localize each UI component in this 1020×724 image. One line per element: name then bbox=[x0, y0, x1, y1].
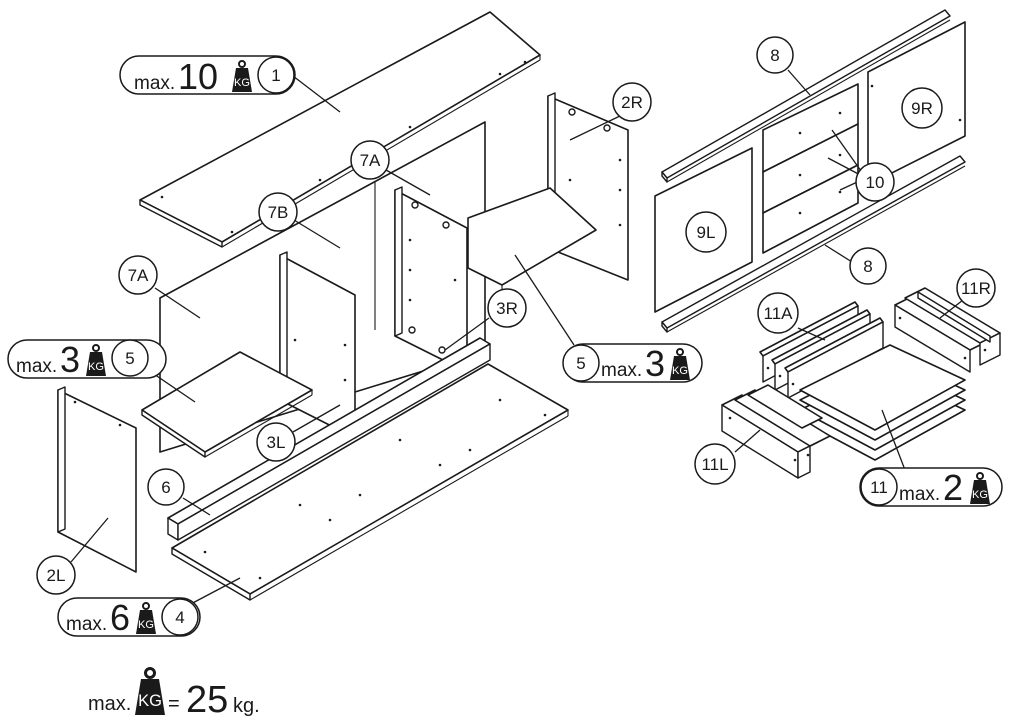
part-label-1-pill: 1 bbox=[271, 66, 280, 85]
part-label-11a: 11A bbox=[764, 304, 794, 323]
part-label-11l: 11L bbox=[701, 455, 728, 474]
part-label-3r: 3R bbox=[496, 299, 518, 318]
callout-part-7b: 7B bbox=[258, 192, 298, 232]
legend-value: 25 bbox=[186, 679, 228, 721]
weight-prefix: max. bbox=[66, 614, 107, 635]
weight-value-part-11: 2 bbox=[943, 467, 963, 508]
weight-icon: KG bbox=[231, 60, 253, 93]
svg-text:KG: KG bbox=[234, 77, 250, 89]
legend-weight-icon: KG bbox=[133, 667, 167, 717]
part-label-10: 10 bbox=[866, 173, 885, 192]
part-11r-drawer-parts bbox=[894, 287, 1001, 373]
part-10-drawer-fronts bbox=[762, 83, 859, 254]
weight-value-part-5-right: 3 bbox=[645, 343, 665, 384]
callout-part-11r: 11R bbox=[956, 268, 996, 308]
callout-part-3l: 3L bbox=[256, 422, 296, 462]
weight-label-part-5-left: max. 3 KG 5 bbox=[7, 339, 167, 380]
part-label-7a-top: 7A bbox=[360, 151, 381, 170]
weight-prefix: max. bbox=[899, 484, 940, 505]
part-label-9r: 9R bbox=[911, 99, 933, 118]
weight-icon: KG bbox=[669, 348, 691, 381]
part-label-4: 4 bbox=[175, 608, 184, 627]
callout-part-8-top: 8 bbox=[756, 36, 794, 74]
callout-part-6: 6 bbox=[147, 468, 185, 506]
weight-icon: KG bbox=[85, 344, 107, 377]
callout-part-3r: 3R bbox=[487, 288, 527, 328]
part-11a-drawer-sides bbox=[759, 301, 884, 399]
part-label-7b: 7B bbox=[268, 203, 289, 222]
callout-part-11l: 11L bbox=[694, 443, 736, 485]
callout-part-2l: 2L bbox=[36, 555, 76, 595]
part-11l-drawer-sides bbox=[721, 384, 831, 479]
right-cabinet bbox=[654, 9, 1001, 479]
legend-unit: kg. bbox=[233, 695, 260, 717]
part-6-plinth-rail bbox=[167, 337, 491, 541]
weight-label-part-4: max. 6 KG 4 bbox=[57, 597, 201, 638]
weight-label-part-5-right: 5 max. 3 KG bbox=[562, 343, 703, 384]
callout-part-9r: 9R bbox=[901, 87, 943, 129]
part-11-drawer-bottoms bbox=[799, 344, 966, 461]
part-label-11: 11 bbox=[870, 478, 888, 497]
weight-value-part-5-left: 3 bbox=[60, 339, 80, 380]
part-label-5-left: 5 bbox=[125, 349, 134, 368]
part-2l-side-panel bbox=[57, 386, 137, 573]
leader-lines bbox=[70, 69, 964, 607]
callout-part-9l: 9L bbox=[685, 211, 727, 253]
legend-equals: = bbox=[168, 693, 180, 715]
part-label-8-bottom: 8 bbox=[863, 257, 872, 276]
part-8-top-rail bbox=[661, 9, 951, 183]
part-label-3l: 3L bbox=[267, 433, 286, 452]
weight-icon: KG bbox=[969, 472, 991, 505]
callout-part-7a-left: 7A bbox=[118, 255, 158, 295]
callout-part-7a-top: 7A bbox=[350, 140, 390, 180]
part-label-11r: 11R bbox=[961, 279, 991, 298]
svg-text:KG: KG bbox=[88, 361, 104, 373]
part-8-bottom-rail bbox=[661, 155, 966, 333]
total-weight-legend: max. KG = 25 kg. bbox=[88, 667, 260, 721]
part-label-2r: 2R bbox=[621, 93, 643, 112]
weight-prefix: max. bbox=[134, 73, 175, 94]
svg-text:KG: KG bbox=[138, 619, 154, 631]
part-label-7a-left: 7A bbox=[128, 266, 149, 285]
weight-value-part-1: 10 bbox=[178, 56, 218, 97]
svg-text:KG: KG bbox=[972, 489, 988, 501]
part-label-9l: 9L bbox=[697, 223, 716, 242]
part-4-bottom-board bbox=[171, 363, 569, 601]
part-label-5-right: 5 bbox=[576, 354, 585, 373]
svg-text:KG: KG bbox=[138, 692, 162, 710]
weight-icon: KG bbox=[135, 602, 157, 635]
part-5-left-shelf bbox=[141, 351, 313, 458]
weight-label-part-1: max. 10 KG 1 bbox=[119, 55, 296, 97]
callout-part-11a: 11A bbox=[757, 292, 799, 334]
weight-label-part-11: 11 max. 2 KG bbox=[859, 467, 1003, 508]
part-label-8-top: 8 bbox=[770, 46, 779, 65]
weight-value-part-4: 6 bbox=[110, 597, 130, 638]
left-cabinet bbox=[57, 11, 629, 601]
weight-prefix: max. bbox=[16, 356, 57, 377]
callout-part-2r: 2R bbox=[612, 82, 652, 122]
part-5-right-shelf bbox=[467, 187, 597, 290]
part-label-6: 6 bbox=[161, 478, 170, 497]
legend-prefix: max. bbox=[88, 693, 131, 715]
part-label-2l: 2L bbox=[47, 566, 66, 585]
weight-prefix: max. bbox=[601, 360, 642, 381]
callout-part-10: 10 bbox=[855, 162, 895, 202]
svg-text:KG: KG bbox=[672, 365, 688, 377]
callout-part-8-bottom: 8 bbox=[849, 247, 887, 285]
